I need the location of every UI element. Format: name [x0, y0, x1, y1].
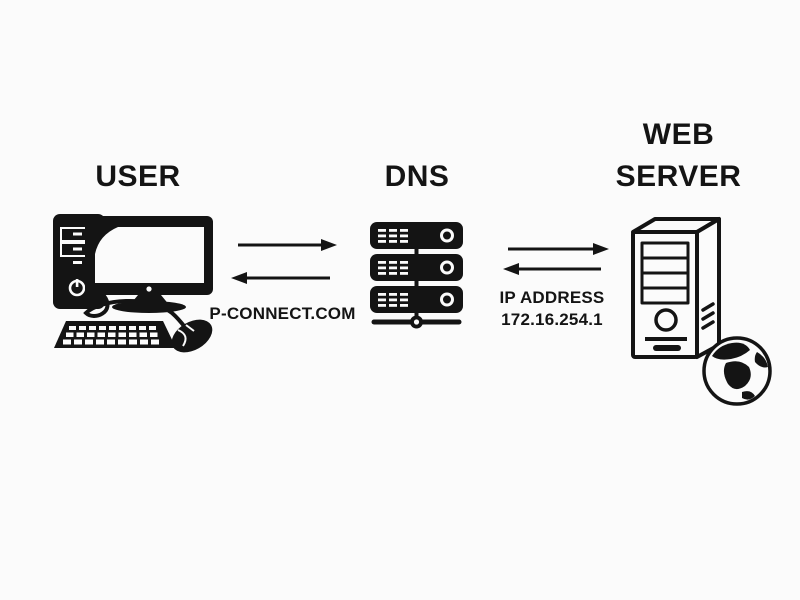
edge-label-ip-address: IP ADDRESS 172.16.254.1	[472, 287, 632, 331]
arrow-dns-to-user	[231, 272, 330, 284]
edge-label-domain-query: P-CONNECT.COM	[209, 304, 356, 323]
arrow-webserver-to-dns	[503, 263, 601, 275]
ip-address-value: 172.16.254.1	[501, 310, 603, 329]
desktop-computer-icon	[53, 214, 213, 353]
server-rack-icon	[370, 222, 463, 329]
node-label-dns: DNS	[384, 160, 450, 193]
node-label-web-server: WEB SERVER	[615, 118, 742, 193]
arrow-dns-to-webserver	[508, 243, 609, 255]
ip-address-caption: IP ADDRESS	[499, 288, 605, 307]
arrow-user-to-dns	[238, 239, 337, 251]
server-tower-icon	[631, 217, 721, 359]
globe-icon	[702, 336, 772, 406]
node-label-user: USER	[95, 160, 181, 193]
